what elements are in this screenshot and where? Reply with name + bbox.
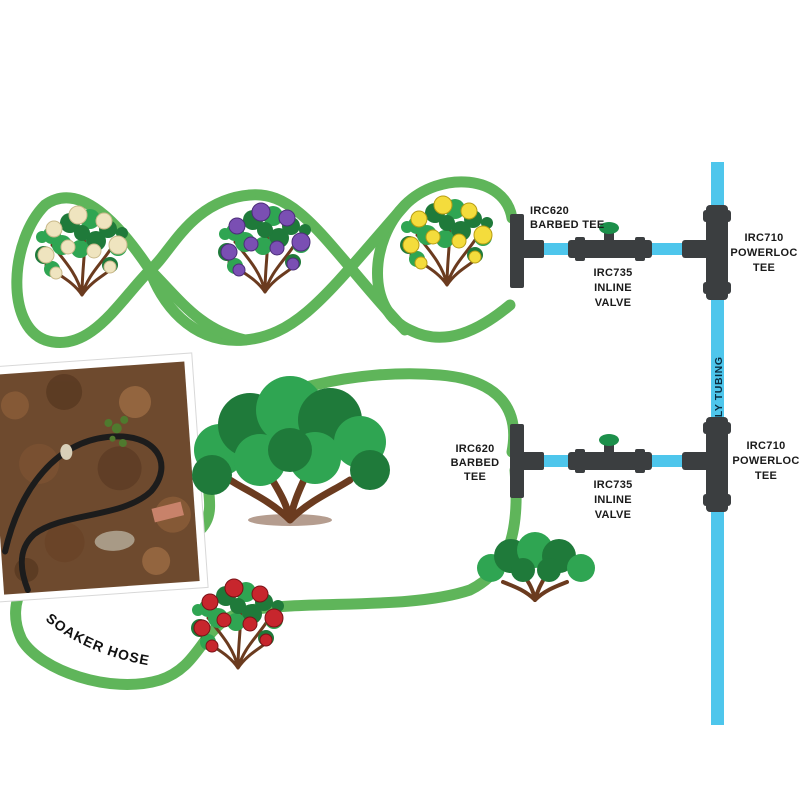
poly-tubing-label: POLY TUBING	[713, 356, 725, 433]
soaker-hose-label-path: SOAKER HOSE	[43, 610, 150, 669]
label-valve-top-name: INLINE	[594, 282, 632, 294]
label-powerloc-bot-name: POWERLOC	[732, 455, 799, 467]
barbed-tee-top	[510, 214, 544, 288]
label-tee-top-model: IRC620	[530, 205, 569, 217]
rose-bush-red	[191, 578, 284, 670]
label-powerloc-bot-model: IRC710	[746, 440, 785, 452]
label-tee-bot-type: TEE	[464, 471, 486, 483]
rose-bush-yellow	[400, 195, 493, 287]
large-shrub	[192, 376, 390, 526]
soaker-hose-top	[11, 176, 518, 348]
label-valve-top-model: IRC735	[593, 267, 632, 279]
label-powerloc-top-model: IRC710	[744, 232, 783, 244]
small-shrub	[477, 532, 595, 602]
label-valve-bot-type: VALVE	[595, 509, 632, 521]
label-tee-bot-model: IRC620	[455, 443, 494, 455]
label-powerloc-top-name: POWERLOC	[730, 247, 797, 259]
label-valve-bot-name: INLINE	[594, 494, 632, 506]
label-tee-top-name: BARBED TEE	[530, 219, 605, 231]
soaker-hose-photo	[0, 352, 209, 603]
label-powerloc-bot-type: TEE	[755, 470, 777, 482]
label-valve-bot-model: IRC735	[593, 479, 632, 491]
soaker-hose-label: SOAKER HOSE	[43, 610, 151, 669]
powerloc-tee-top	[682, 205, 731, 300]
label-powerloc-top-type: TEE	[753, 262, 775, 274]
label-tee-bot-name: BARBED	[451, 457, 500, 469]
barbed-tee-bottom	[510, 424, 544, 498]
inline-valve-bottom	[568, 434, 652, 473]
powerloc-tee-bottom	[682, 417, 731, 512]
label-valve-top-type: VALVE	[595, 297, 632, 309]
inline-valve-top	[568, 222, 652, 261]
